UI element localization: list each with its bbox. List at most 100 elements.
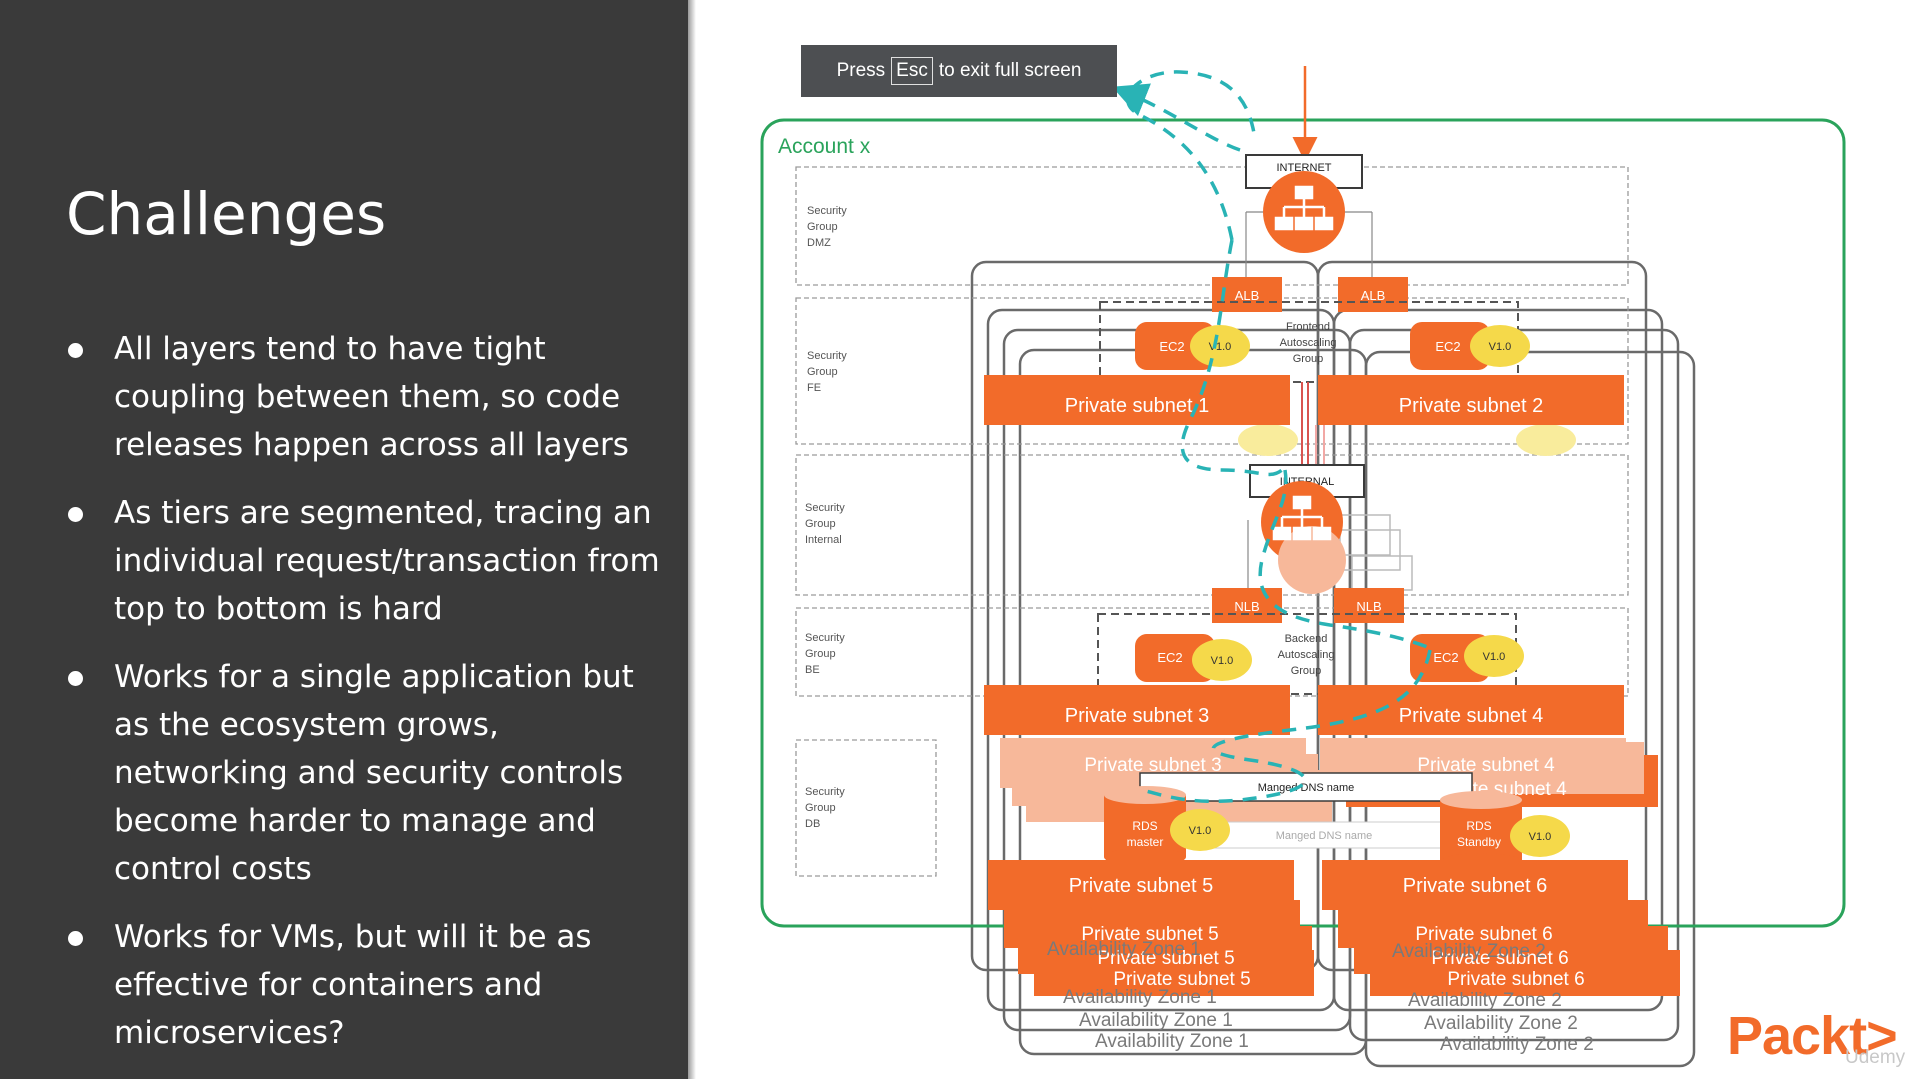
bullet-text: As tiers are segmented, tracing an indiv… bbox=[114, 495, 660, 627]
panel-divider bbox=[688, 0, 696, 1079]
version-fe-left-label: V1.0 bbox=[1209, 341, 1232, 353]
bullet-item: All layers tend to have tight coupling b… bbox=[66, 325, 666, 469]
sg-int-l2: Group bbox=[805, 518, 836, 530]
udemy-watermark: Udemy bbox=[1845, 1047, 1906, 1068]
esc-key[interactable]: Esc bbox=[891, 57, 933, 85]
az2-label-4: Availability Zone 2 bbox=[1440, 1034, 1594, 1055]
request-trace bbox=[1112, 70, 1432, 804]
az1-label-4: Availability Zone 1 bbox=[1095, 1031, 1249, 1052]
bullet-dot-icon bbox=[68, 931, 83, 946]
bullet-dot-icon bbox=[68, 343, 83, 358]
az1-label-1: Availability Zone 1 bbox=[1047, 939, 1201, 960]
nlb-right-label: NLB bbox=[1356, 599, 1381, 614]
security-group-labels: Security Group DMZ Security Group FE Sec… bbox=[805, 205, 847, 830]
ec2-be-left-label: EC2 bbox=[1157, 650, 1182, 665]
version-be-left-label: V1.0 bbox=[1211, 655, 1234, 667]
az1-label-3: Availability Zone 1 bbox=[1079, 1010, 1233, 1031]
nlb-right-box bbox=[1334, 588, 1404, 623]
version-be-right bbox=[1464, 635, 1524, 677]
subnet-2-box bbox=[1318, 375, 1624, 425]
availability-zone-labels: Availability Zone 1 Availability Zone 1 … bbox=[1047, 939, 1594, 1055]
subnet-6-shadow-l1: Private subnet 6 bbox=[1415, 924, 1552, 945]
version-rds-master-label: V1.0 bbox=[1189, 825, 1212, 837]
sg-dmz-l2: Group bbox=[807, 221, 838, 233]
bullet-dot-icon bbox=[68, 507, 83, 522]
bullet-text: All layers tend to have tight coupling b… bbox=[114, 331, 629, 463]
slide-text-panel: Challenges All layers tend to have tight… bbox=[0, 0, 688, 1079]
subnet-4-shadow-label: Private subnet 4 bbox=[1417, 755, 1555, 776]
subnet-5-shadow-l2: Private subnet 5 bbox=[1097, 948, 1234, 969]
subnet-3-label: Private subnet 3 bbox=[1065, 705, 1210, 727]
sg-db-l3: DB bbox=[805, 818, 820, 830]
version-fe-shadow-left bbox=[1238, 424, 1298, 456]
sg-dmz-box bbox=[795, 166, 1629, 286]
rds-standby-body bbox=[1440, 800, 1522, 862]
frontend-asg-l3: Group bbox=[1293, 353, 1324, 365]
version-fe-shadow-right bbox=[1516, 424, 1576, 456]
az1-label-2: Availability Zone 1 bbox=[1063, 987, 1217, 1008]
sg-db-box bbox=[795, 739, 937, 877]
account-label: Account x bbox=[778, 135, 871, 158]
sg-fe-l3: FE bbox=[807, 382, 821, 394]
nlb-left-box bbox=[1212, 588, 1282, 623]
bullet-list: All layers tend to have tight coupling b… bbox=[66, 325, 666, 1077]
sg-db-l1: Security bbox=[805, 786, 845, 798]
rds-standby-icon bbox=[1440, 791, 1522, 871]
bullet-item: As tiers are segmented, tracing an indiv… bbox=[66, 489, 666, 633]
rds-master-l1: RDS bbox=[1132, 819, 1157, 833]
version-rds-standby bbox=[1510, 815, 1570, 857]
nlb-left-label: NLB bbox=[1234, 599, 1259, 614]
sg-be-l3: BE bbox=[805, 664, 820, 676]
backend-asg-l2: Autoscaling bbox=[1278, 649, 1335, 661]
subnet-5-shadow-l3: Private subnet 5 bbox=[1113, 969, 1250, 990]
version-fe-left bbox=[1190, 325, 1250, 367]
sg-int-l1: Security bbox=[805, 502, 845, 514]
backend-asg-l3: Group bbox=[1291, 665, 1322, 677]
bullet-item: Works for a single application but as th… bbox=[66, 653, 666, 893]
version-fe-right bbox=[1470, 325, 1530, 367]
sg-db-l2: Group bbox=[805, 802, 836, 814]
subnet-3-box bbox=[984, 685, 1290, 735]
alb-right-box bbox=[1338, 277, 1408, 312]
az2-label-2: Availability Zone 2 bbox=[1408, 990, 1562, 1011]
subnet-1-box bbox=[984, 375, 1290, 425]
sg-internal-box bbox=[795, 454, 1629, 596]
version-be-right-label: V1.0 bbox=[1483, 651, 1506, 663]
subnet-2-label: Private subnet 2 bbox=[1399, 395, 1544, 417]
subnet-4-box bbox=[1318, 685, 1624, 735]
managed-dns-shadow-label: Manged DNS name bbox=[1276, 830, 1373, 842]
rds-standby-l2: Standby bbox=[1457, 835, 1501, 849]
subnet-1-label: Private subnet 1 bbox=[1065, 395, 1210, 417]
internal-lb-shadow-icon bbox=[1278, 526, 1346, 594]
subnet-5-label: Private subnet 5 bbox=[1069, 875, 1214, 897]
sg-fe-l2: Group bbox=[807, 366, 838, 378]
slide-title: Challenges bbox=[66, 180, 387, 248]
alb-right-label: ALB bbox=[1361, 288, 1386, 303]
ec2-fe-left-label: EC2 bbox=[1159, 339, 1184, 354]
alb-left-label: ALB bbox=[1235, 288, 1260, 303]
managed-dns-box bbox=[1139, 772, 1473, 802]
sg-int-l3: Internal bbox=[805, 534, 842, 546]
ec2-be-right-label: EC2 bbox=[1433, 650, 1458, 665]
connection-lines bbox=[1301, 382, 1325, 464]
subnet-3-shadow-label: Private subnet 3 bbox=[1084, 755, 1221, 776]
bullet-item: Works for VMs, but will it be as effecti… bbox=[66, 913, 666, 1057]
internal-lb-tree-icon bbox=[1272, 495, 1332, 541]
version-fe-right-label: V1.0 bbox=[1489, 341, 1512, 353]
sg-dmz-l1: Security bbox=[807, 205, 847, 217]
az2-label-1: Availability Zone 2 bbox=[1392, 941, 1546, 962]
ec2-fe-right bbox=[1410, 322, 1490, 370]
ec2-be-left bbox=[1135, 634, 1215, 682]
frontend-asg-l2: Autoscaling bbox=[1280, 337, 1337, 349]
banner-press-text: Press bbox=[836, 60, 886, 81]
backend-asg-l1: Backend bbox=[1285, 633, 1328, 645]
sg-be-l2: Group bbox=[805, 648, 836, 660]
packt-logo: Packt> bbox=[1727, 1006, 1898, 1066]
sg-fe-l1: Security bbox=[807, 350, 847, 362]
version-rds-standby-label: V1.0 bbox=[1529, 831, 1552, 843]
subnet-6-box bbox=[1322, 860, 1628, 910]
subnet-6-shadow-l3: Private subnet 6 bbox=[1447, 969, 1584, 990]
fullscreen-exit-banner[interactable]: Press Esc to exit full screen bbox=[801, 45, 1117, 97]
sg-dmz-l3: DMZ bbox=[807, 237, 831, 249]
